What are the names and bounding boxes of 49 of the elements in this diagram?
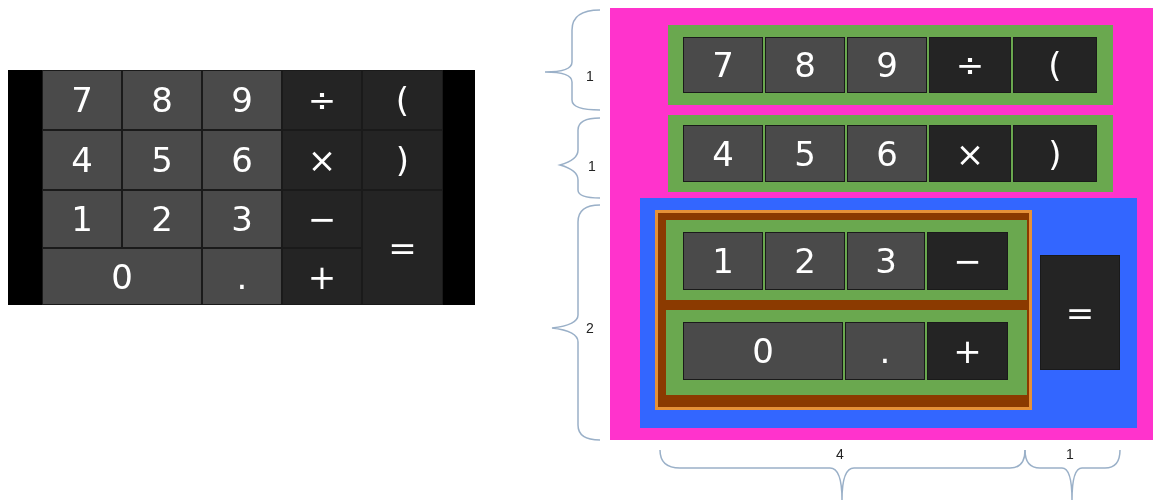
calculator-key: ÷ [929,37,1011,93]
calculator-key: 8 [122,70,202,130]
calculator-key: 7 [683,37,763,93]
layout-panel [610,8,1153,440]
row-container [668,25,1113,105]
calculator-key: 1 [683,232,763,290]
calculator-key: . [845,322,925,380]
calculator-key: − [282,190,362,248]
row-container [666,220,1027,300]
calculator-key: 2 [765,232,845,290]
calculator-key: × [929,125,1011,182]
calculator-key: 3 [847,232,925,290]
calculator-key: 3 [202,190,282,248]
calculator-key: 4 [683,125,763,182]
calculator-key: ( [362,70,443,130]
dimension-label: 1 [1066,446,1074,462]
calculator-key: 7 [42,70,122,130]
calculator-key: ÷ [282,70,362,130]
layout-panel [655,210,1032,410]
calculator-key: − [927,232,1008,290]
dimension-label: 4 [836,446,844,462]
calculator-key: 6 [847,125,927,182]
row-container [666,310,1027,395]
calculator-key: ) [1013,125,1097,182]
calculator-key: 4 [42,130,122,190]
dimension-label: 1 [588,158,596,174]
calculator-key: ) [362,130,443,190]
calculator-key: 1 [42,190,122,248]
dimension-label: 1 [586,68,594,84]
keypad-panel [8,70,475,305]
calculator-key: 2 [122,190,202,248]
row-container [668,115,1113,192]
calculator-key: 9 [202,70,282,130]
calculator-key: 9 [847,37,927,93]
dimension-label: 2 [586,320,594,336]
calculator-key: 5 [122,130,202,190]
calculator-key: 5 [765,125,845,182]
calculator-key: + [927,322,1008,380]
calculator-key: = [1040,255,1120,370]
calculator-key: = [362,190,443,305]
calculator-key: + [282,248,362,305]
calculator-key: 0 [42,248,202,305]
layout-panel [640,198,1137,428]
calculator-key: ( [1013,37,1097,93]
calculator-key: 6 [202,130,282,190]
calculator-key: 0 [683,322,843,380]
calculator-key: . [202,248,282,305]
calculator-key: 8 [765,37,845,93]
calculator-key: × [282,130,362,190]
